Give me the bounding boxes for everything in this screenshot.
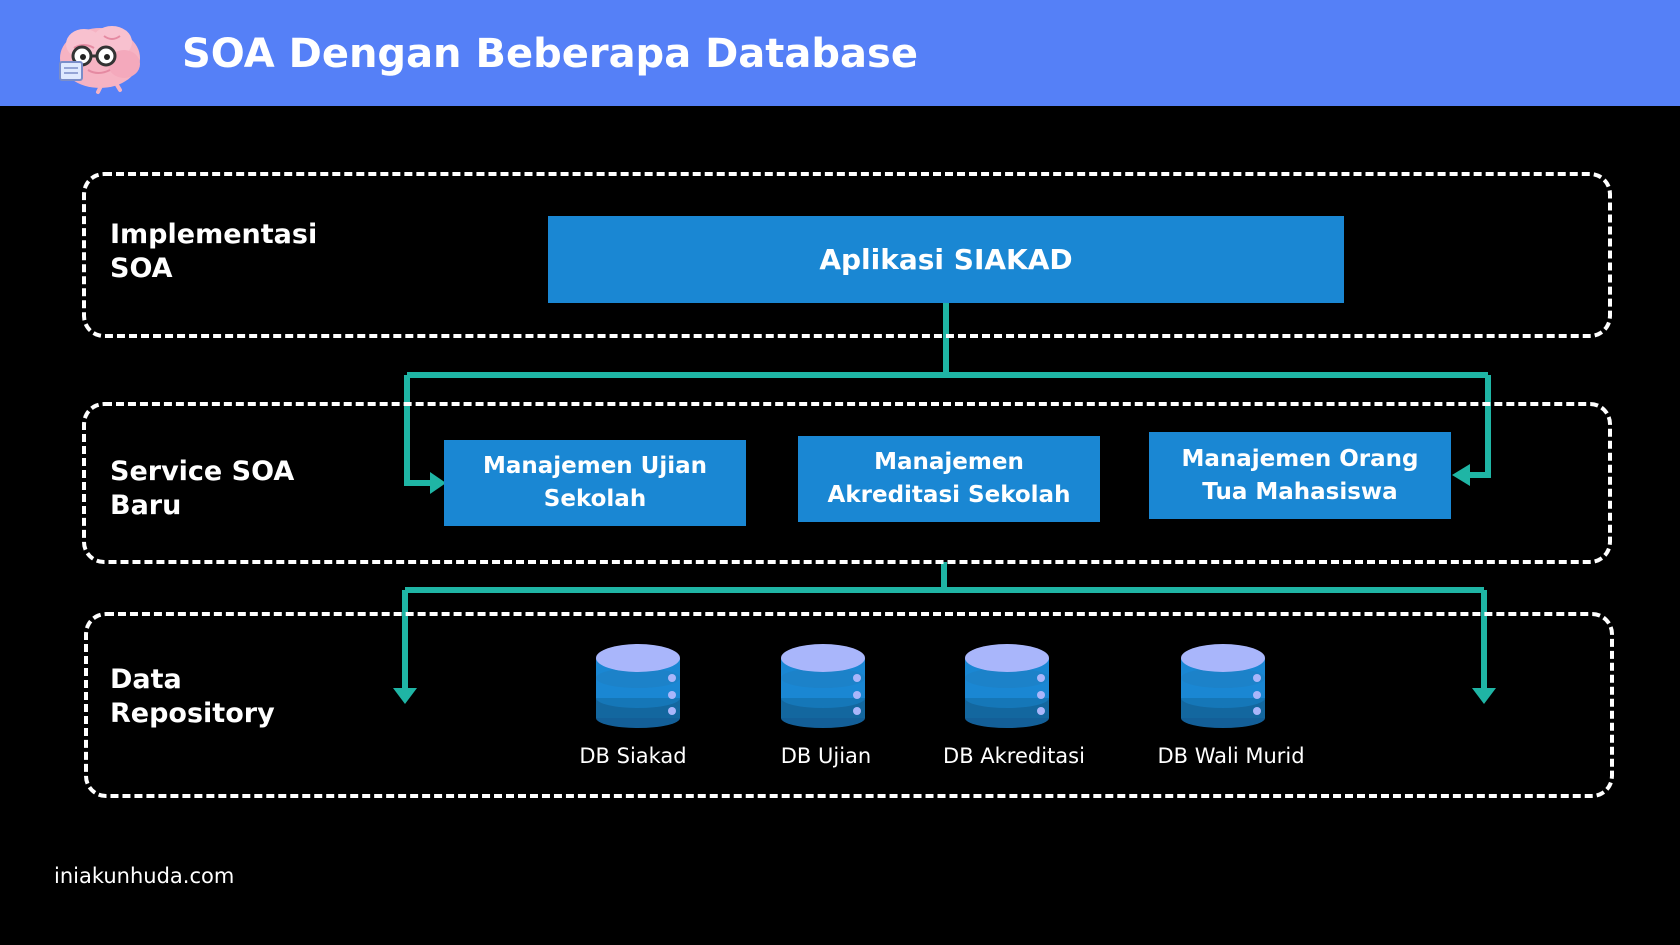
connector-right-to-orangtua [1470,375,1491,478]
section-implementation [82,172,1612,338]
footer-site-link[interactable]: iniakunhuda.com [54,864,235,888]
section-label-services: Service SOA Baru [110,456,295,521]
header-bar: SOA Dengan Beberapa Database [0,0,1680,106]
database-icon [596,644,680,728]
db-label-akreditasi: DB Akreditasi [943,744,1085,768]
database-icon [1181,644,1265,728]
service-box-orangtua: Manajemen Orang Tua Mahasiswa [1149,432,1451,519]
section-label-repository: Data Repository [110,664,275,729]
arrow-to-orangtua [1452,464,1470,486]
connector-services-to-repository [402,562,1487,688]
arrow-left-repository [393,688,417,704]
database-icon [965,644,1049,728]
section-label-implementation: Implementasi SOA [110,219,318,284]
db-label-siakad: DB Siakad [579,744,687,768]
brain-mascot-icon [59,26,140,94]
connector-left-to-ujian [404,372,1488,486]
section-repository [84,612,1614,798]
service-box-akreditasi: Manajemen Akreditasi Sekolah [798,436,1100,522]
db-label-ujian: DB Ujian [780,744,872,768]
section-services [82,402,1612,564]
arrow-right-repository [1472,688,1496,704]
arrow-to-ujian [430,472,446,494]
database-icon [781,644,865,728]
db-label-wali-murid: DB Wali Murid [1157,744,1305,768]
page-title: SOA Dengan Beberapa Database [182,31,918,77]
service-box-ujian: Manajemen Ujian Sekolah [444,440,746,526]
app-siakad-box: Aplikasi SIAKAD [548,216,1344,303]
